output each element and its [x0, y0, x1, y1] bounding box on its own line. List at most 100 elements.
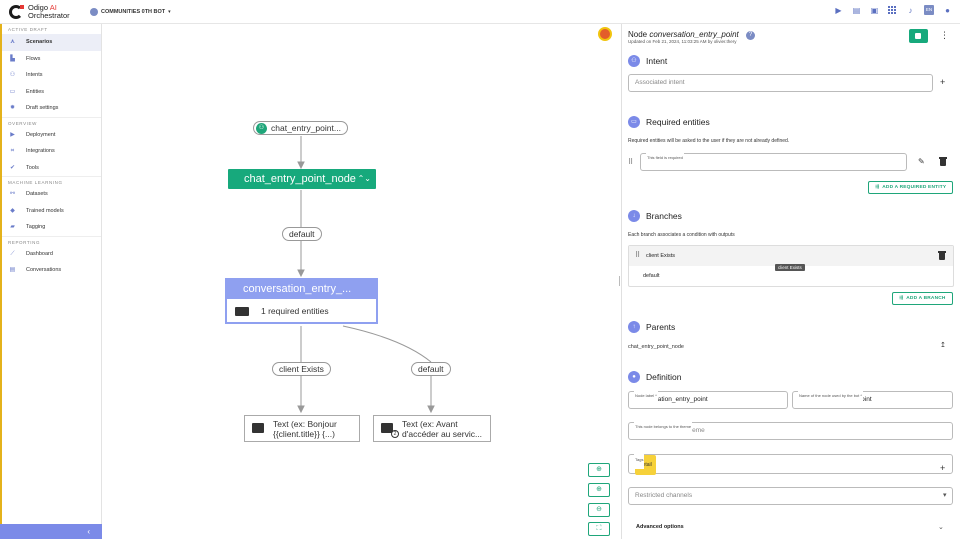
restricted-channels-select[interactable]: Restricted channels ▾: [628, 487, 953, 505]
sidebar-item-intents[interactable]: ⚇Intents: [0, 67, 101, 84]
delete-icon[interactable]: [938, 251, 946, 260]
branches-list: ⠿ client Exists default: [628, 245, 954, 287]
sidebar-item-scenarios[interactable]: ⋏Scenarios: [0, 34, 101, 51]
bell-icon[interactable]: ♪: [908, 5, 913, 15]
sidebar-item-draft-settings[interactable]: ✹Draft settings: [0, 100, 101, 117]
branch-item[interactable]: default: [629, 266, 953, 286]
entities-icon: ▭: [628, 116, 640, 128]
fit-view-button[interactable]: ⛶: [588, 522, 610, 536]
dashboard-icon: ⟋: [10, 250, 15, 257]
add-list-icon: ⇶: [875, 185, 880, 190]
integrations-icon: ⌗: [10, 148, 15, 155]
logo-product: Orchestrator: [28, 10, 70, 20]
text-node-bonjour[interactable]: Text (ex: Bonjour {{client.title}} {...): [244, 415, 360, 442]
zoom-in-icon: ⊕: [596, 466, 602, 473]
text-node-line: {{client.title}} {...): [273, 429, 335, 439]
sidebar: ACTIVE DRAFT ⋏Scenarios ▙Flows ⚇Intents …: [0, 24, 102, 539]
panel-title-node-name: conversation_entry_point: [649, 30, 739, 39]
conversation-entry-node[interactable]: conversation_entry_... 1 required entiti…: [225, 278, 378, 324]
add-tag-icon[interactable]: +: [940, 463, 946, 473]
zoom-in-button[interactable]: ⊕: [588, 483, 610, 497]
add-branch-button[interactable]: ⇶ADD A BRANCH: [892, 292, 953, 305]
user-initials-badge[interactable]: EN: [924, 5, 934, 15]
sidebar-item-label: Datasets: [26, 191, 48, 198]
more-options-icon[interactable]: ⋮: [940, 30, 949, 40]
help-icon[interactable]: ?: [746, 31, 755, 40]
add-intent-icon[interactable]: +: [940, 77, 946, 87]
keyboard-icon: [235, 306, 249, 316]
sidebar-item-integrations[interactable]: ⌗ Integrations: [0, 143, 101, 160]
account-icon[interactable]: ●: [945, 5, 950, 15]
edit-icon[interactable]: ✎: [918, 157, 925, 166]
drag-handle-icon[interactable]: ⠿: [628, 159, 633, 166]
app-logo[interactable]: Odigo AI Orchestrator: [0, 2, 102, 20]
sidebar-item-dashboard[interactable]: ⟋ Dashboard: [0, 246, 101, 263]
chat-entry-point-node[interactable]: chat_entry_point_node ⌃⌄: [228, 169, 376, 189]
section-heading: Intent: [646, 56, 668, 66]
sidebar-item-entities[interactable]: ▭Entities: [0, 84, 101, 101]
zoom-out-icon: ⊖: [596, 506, 602, 513]
parent-node-item[interactable]: chat_entry_point_node: [628, 344, 684, 350]
logo-ai: AI: [49, 2, 57, 12]
associated-intent-input[interactable]: Associated intent: [628, 74, 933, 92]
edge-chip-client-exists[interactable]: client Exists: [272, 362, 331, 376]
sidebar-item-trained-models[interactable]: ◆ Trained models: [0, 203, 101, 220]
users-icon: ⚇: [628, 55, 640, 67]
chat-icon[interactable]: ▤: [852, 5, 861, 15]
text-node-line: Text (ex: Bonjour: [273, 419, 337, 429]
required-entity-field[interactable]: This field is required <> client: [640, 150, 907, 171]
chevron-down-icon[interactable]: ⌄: [938, 524, 944, 531]
zoom-in-button[interactable]: ⊕: [588, 463, 610, 477]
drag-handle-icon[interactable]: ⠿: [635, 252, 640, 259]
expand-toggle-icon[interactable]: ⌃⌄: [357, 174, 371, 183]
sidebar-item-label: Integrations: [26, 148, 55, 155]
sidebar-item-deployment[interactable]: ▶Deployment: [0, 127, 101, 144]
sidebar-item-tools[interactable]: ✔Tools: [0, 160, 101, 177]
play-icon: ▶: [10, 131, 15, 138]
text-node-avant[interactable]: 2 Text (ex: Avant d'accéder au servic...: [373, 415, 491, 442]
save-button[interactable]: [909, 29, 928, 43]
bot-selector[interactable]: COMMUNITIES 0TH BOT ▾: [90, 7, 171, 16]
add-required-entity-button[interactable]: ⇶ADD A REQUIRED ENTITY: [868, 181, 954, 194]
intents-icon: ⚇: [9, 72, 16, 79]
add-list-icon: ⇶: [899, 296, 904, 301]
sidebar-item-flows[interactable]: ▙ Flows: [0, 51, 101, 68]
sidebar-collapse-button[interactable]: ‹: [0, 524, 102, 539]
sidebar-item-label: Dashboard: [26, 250, 53, 257]
flow-canvas[interactable]: ⚇ chat_entry_point... chat_entry_point_n…: [103, 24, 618, 539]
theme-select[interactable]: This node belongs to the theme This node…: [628, 419, 953, 440]
sidebar-item-label: Flows: [26, 55, 41, 62]
sidebar-item-label: Draft settings: [26, 105, 59, 112]
sidebar-item-conversations[interactable]: ▤Conversations: [0, 262, 101, 279]
sidebar-item-label: Trained models: [26, 207, 64, 214]
branch-label: client Exists: [646, 253, 676, 259]
input-value: conversation_entry_point: [635, 396, 708, 403]
start-node-label: chat_entry_point...: [271, 123, 341, 133]
panel-updated-info: Updated on Feb 21, 2024, 11:03:25 AM by …: [628, 39, 737, 44]
apps-grid-icon[interactable]: [888, 5, 897, 15]
edge-chip-default[interactable]: default: [411, 362, 451, 376]
delete-icon[interactable]: [939, 157, 947, 166]
conversations-icon: ▤: [9, 267, 16, 274]
node-label-input[interactable]: Node label * conversation_entry_point: [628, 388, 788, 409]
sidebar-item-datasets[interactable]: ⚯Datasets: [0, 186, 101, 203]
branch-item[interactable]: ⠿ client Exists: [629, 246, 953, 266]
sidebar-section-title: ACTIVE DRAFT: [8, 27, 48, 32]
field-label: Tags: [634, 451, 645, 469]
zoom-out-button[interactable]: ⊖: [588, 503, 610, 517]
sidebar-item-tagging[interactable]: ▰Tagging: [0, 219, 101, 236]
edge-chip-default[interactable]: default: [282, 227, 322, 241]
models-icon: ◆: [10, 207, 15, 214]
bot-node-name-input[interactable]: Name of the node used by the bot * conve…: [792, 388, 953, 409]
chevron-down-icon: ▾: [168, 8, 171, 15]
flows-icon: ▙: [10, 55, 15, 62]
advanced-options-toggle[interactable]: Advanced options: [636, 524, 684, 530]
collaborator-avatar[interactable]: [598, 27, 612, 41]
field-label: This field is required: [646, 150, 684, 166]
message-icon[interactable]: ▣: [870, 5, 879, 15]
start-node-chip[interactable]: ⚇ chat_entry_point...: [253, 121, 348, 135]
bot-selector-label: COMMUNITIES 0TH BOT: [101, 8, 166, 15]
tags-input[interactable]: Tags Retail +: [628, 451, 953, 475]
play-icon[interactable]: ▶: [835, 5, 842, 15]
go-to-parent-icon[interactable]: ↥: [940, 342, 946, 349]
